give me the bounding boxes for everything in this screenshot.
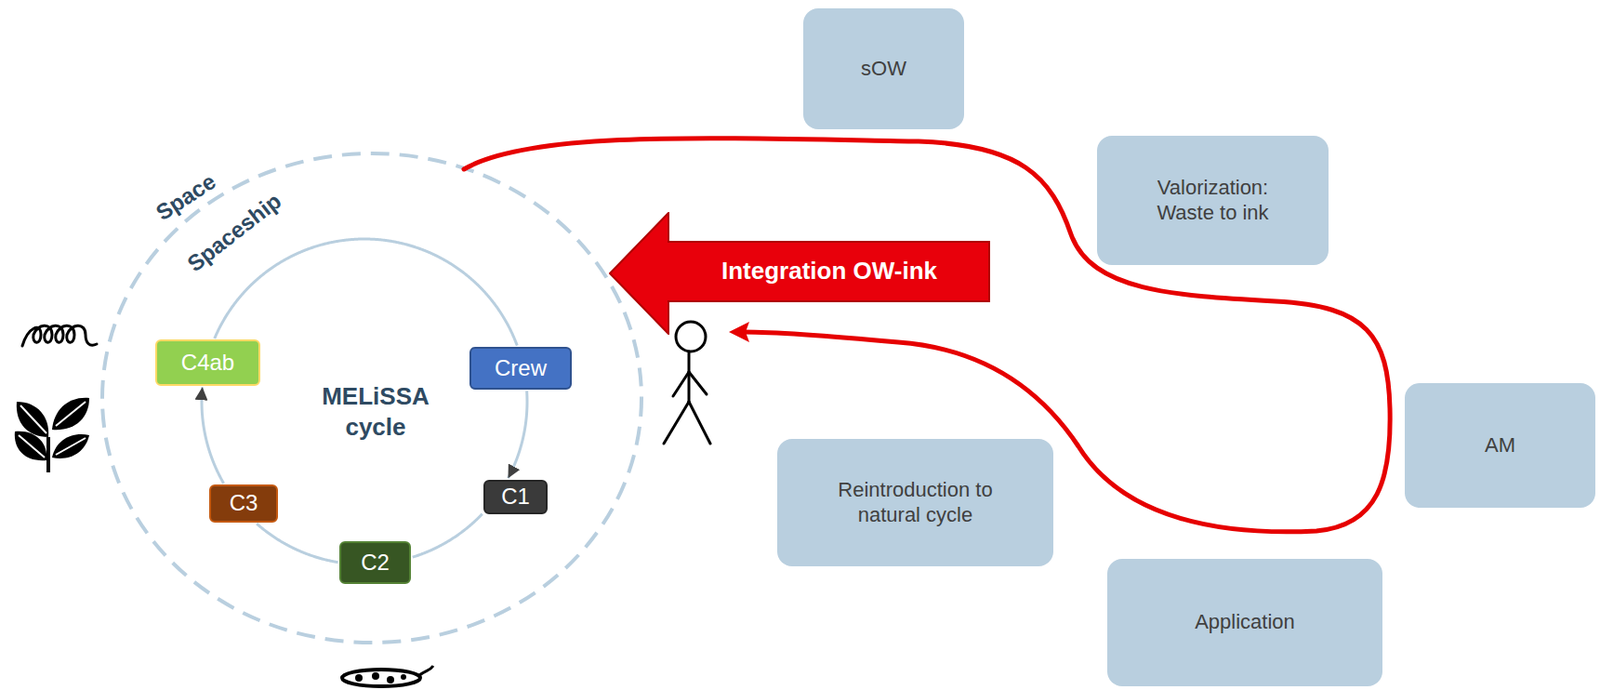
cycle-connector — [507, 390, 528, 478]
box-label: C4ab — [181, 349, 235, 377]
compartment-box: C3 — [209, 484, 278, 523]
spaceship-boundary — [102, 153, 642, 643]
crew-figure — [663, 321, 711, 444]
step-box: Valorization: Waste to ink — [1097, 135, 1329, 265]
arrow-outline — [609, 212, 990, 334]
box-label: C2 — [360, 549, 390, 577]
bacteria-icon — [342, 665, 434, 687]
plant-icon — [14, 397, 90, 473]
box-label: Application — [1194, 609, 1296, 635]
flow-arrowhead — [728, 321, 750, 343]
box-label: sOW — [860, 56, 907, 81]
cycle-title: MELiSSA cycle — [305, 381, 446, 442]
step-box: Reintroduction to natural cycle — [777, 438, 1054, 567]
box-label: C1 — [501, 483, 530, 511]
box-label: Valorization: Waste to ink — [1134, 175, 1293, 225]
box-label: AM — [1484, 433, 1516, 458]
step-box: AM — [1404, 383, 1596, 508]
step-box: Application — [1107, 558, 1383, 687]
compartment-box: C1 — [483, 479, 548, 515]
compartment-box: C4ab — [155, 339, 261, 386]
box-label: Crew — [494, 355, 547, 383]
arrow-text-area: Integration OW-ink — [668, 241, 991, 302]
compartment-box: C2 — [339, 541, 411, 584]
cycle-connector — [201, 386, 225, 483]
box-label: C3 — [229, 489, 259, 517]
spirulina-icon — [22, 325, 97, 346]
box-label: Reintroduction to natural cycle — [837, 477, 994, 528]
arrow-label: Integration OW-ink — [721, 256, 938, 286]
cycle-connector — [412, 514, 483, 558]
compartment-box: Crew — [469, 346, 572, 390]
region-label: Space — [150, 167, 222, 227]
cycle-connector — [214, 238, 517, 346]
cycle-connector — [256, 523, 338, 563]
integration-arrow: Integration OW-ink — [608, 211, 991, 335]
step-box: sOW — [803, 8, 965, 130]
